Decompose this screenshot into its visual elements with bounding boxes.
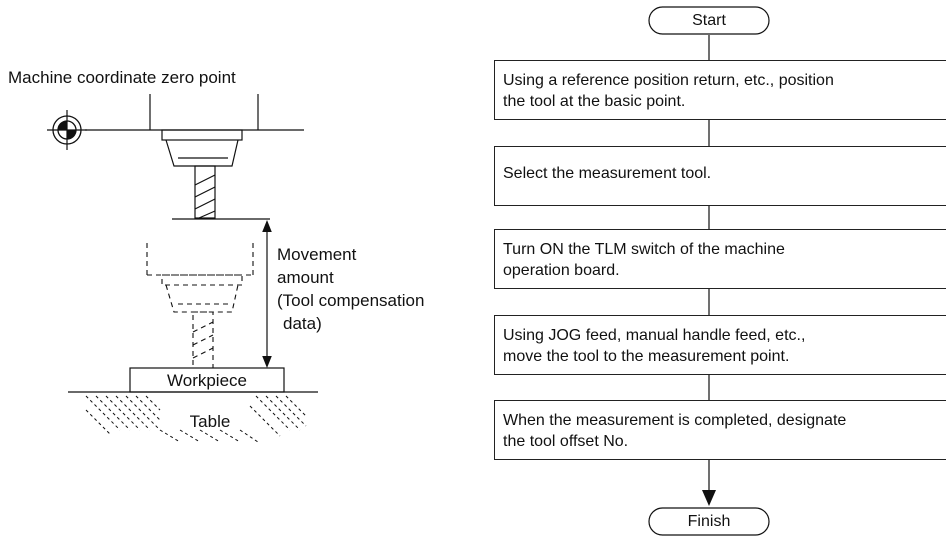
spindle-upper (161, 129, 243, 219)
movement-amount-label: Movement amount (Tool compensation data) (277, 243, 424, 335)
zero-point-label: Machine coordinate zero point (8, 68, 236, 87)
flow-step-5: When the measurement is completed, desig… (494, 400, 946, 460)
movement-label-line-2: amount (277, 268, 334, 287)
finish-arrowhead (702, 490, 716, 506)
flow-step-2: Select the measurement tool. (494, 146, 946, 206)
workpiece-label: Workpiece (167, 371, 247, 390)
table-hatching (85, 395, 307, 443)
spindle-lower (146, 243, 254, 369)
step-4-line-1: Using JOG feed, manual handle feed, etc.… (503, 327, 806, 344)
flow-step-3: Turn ON the TLM switch of the machine op… (494, 229, 946, 289)
movement-label-line-1: Movement (277, 245, 357, 264)
step-4-line-2: move the tool to the measurement point. (503, 348, 790, 365)
flow-step-4: Using JOG feed, manual handle feed, etc.… (494, 315, 946, 375)
step-1-line-2: the tool at the basic point. (503, 93, 686, 110)
movement-label-line-4: data) (283, 314, 322, 333)
start-terminal: Start (648, 6, 770, 35)
step-5-line-2: the tool offset No. (503, 433, 629, 450)
step-3-line-2: operation board. (503, 262, 620, 279)
finish-terminal: Finish (648, 507, 770, 536)
movement-label-line-3: (Tool compensation (277, 291, 425, 310)
start-label: Start (692, 12, 726, 29)
step-5-line-1: When the measurement is completed, desig… (503, 412, 847, 429)
workpiece (129, 367, 285, 393)
table-label: Table (189, 412, 231, 431)
zero-point-symbol (47, 110, 87, 150)
step-3-line-1: Turn ON the TLM switch of the machine (503, 241, 785, 258)
step-2-line-1: Select the measurement tool. (503, 165, 712, 182)
flow-step-1: Using a reference position return, etc.,… (494, 60, 946, 120)
finish-label: Finish (687, 513, 731, 530)
step-1-line-1: Using a reference position return, etc.,… (503, 72, 834, 89)
